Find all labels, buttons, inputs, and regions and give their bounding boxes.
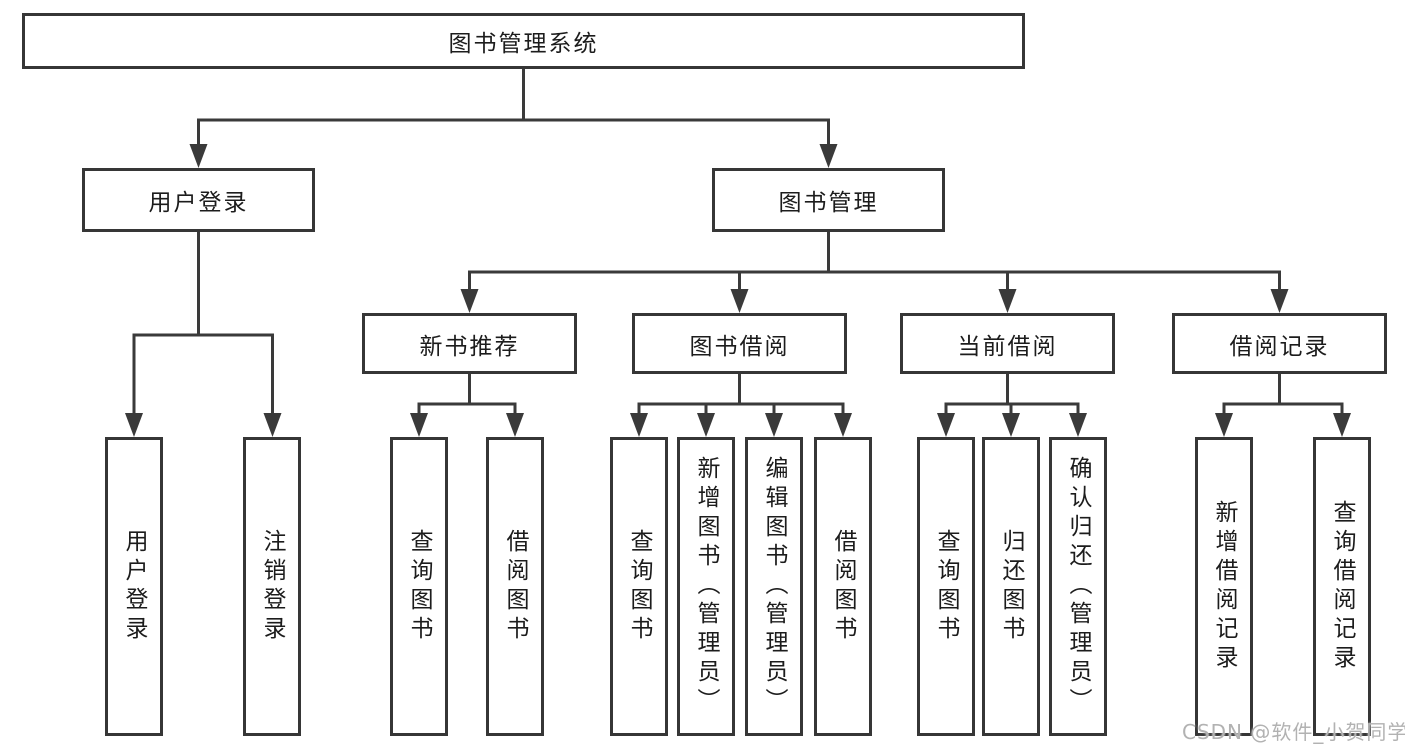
node-book-management: 图书管理	[712, 168, 945, 232]
node-borrowing-records: 借阅记录	[1172, 313, 1387, 374]
node-user-login: 用户登录	[82, 168, 315, 232]
node-library-management-system: 图书管理系统	[22, 13, 1025, 69]
leaf-add-borrow-record: 新增借阅记录	[1195, 437, 1253, 736]
leaf-borrow-books-recommend: 借阅图书	[486, 437, 544, 736]
leaf-borrow-books-borrowing: 借阅图书	[814, 437, 872, 736]
leaf-edit-book-admin: 编辑图书（管理员）	[745, 437, 803, 736]
node-current-borrowing: 当前借阅	[900, 313, 1115, 374]
leaf-user-login: 用户登录	[105, 437, 163, 736]
leaf-logout: 注销登录	[243, 437, 301, 736]
leaf-query-books-current: 查询图书	[917, 437, 975, 736]
node-book-borrowing: 图书借阅	[632, 313, 847, 374]
leaf-add-book-admin: 新增图书（管理员）	[677, 437, 735, 736]
node-new-book-recommendation: 新书推荐	[362, 313, 577, 374]
watermark: CSDN @软件_小贺同学	[1182, 720, 1405, 744]
leaf-return-book: 归还图书	[982, 437, 1040, 736]
leaf-query-books-recommend: 查询图书	[390, 437, 448, 736]
leaf-confirm-return-admin: 确认归还（管理员）	[1049, 437, 1107, 736]
leaf-query-borrow-record: 查询借阅记录	[1313, 437, 1371, 736]
leaf-query-books-borrowing: 查询图书	[610, 437, 668, 736]
